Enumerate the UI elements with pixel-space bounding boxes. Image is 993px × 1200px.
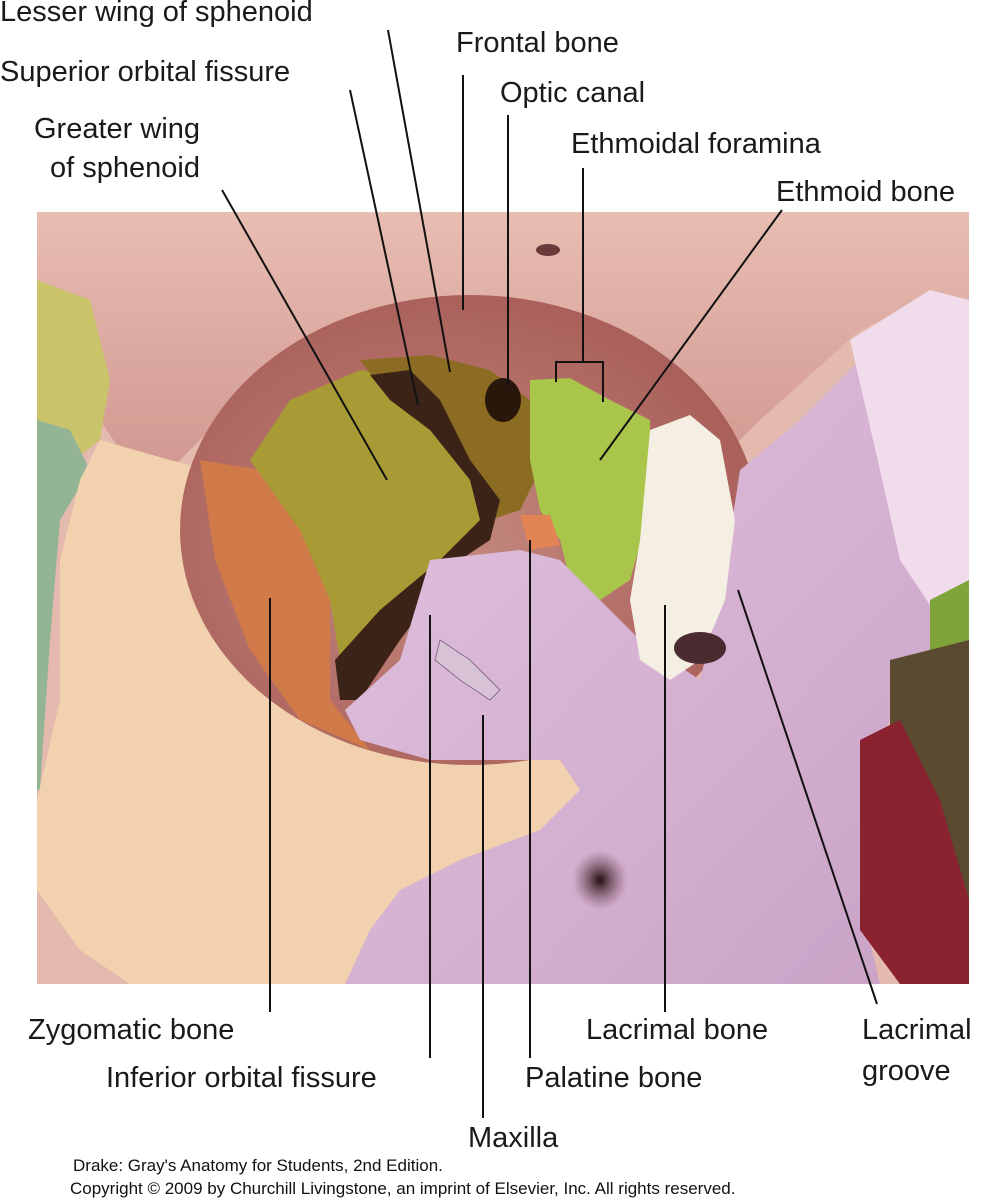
lacrimal-groove-shape [674, 632, 726, 664]
label-optic-canal: Optic canal [500, 77, 646, 109]
greater-wing-sphenoid-shape [250, 370, 490, 660]
ethmoidal-foramina-bracket [555, 361, 604, 402]
label-frontal-bone: Frontal bone [456, 27, 619, 59]
right-red-patch [860, 720, 969, 984]
temporal-area-green [37, 280, 110, 470]
temporal-area-teal [37, 420, 90, 790]
optic-canal-shape [485, 378, 521, 422]
frontal-notch [536, 244, 560, 256]
maxilla-shape [345, 360, 950, 984]
orbital-lateral-orange [200, 460, 370, 750]
leader-lines [221, 29, 878, 1118]
label-inferior-orbital-fissure: Inferior orbital fissure [106, 1062, 377, 1094]
credit-line-1: Drake: Gray's Anatomy for Students, 2nd … [73, 1156, 443, 1175]
label-lacrimal-bone: Lacrimal bone [586, 1014, 769, 1046]
label-maxilla: Maxilla [468, 1122, 559, 1154]
label-zygomatic-bone: Zygomatic bone [28, 1014, 235, 1046]
lacrimal-bone-shape [630, 415, 735, 680]
infraorbital-foramen [572, 850, 628, 910]
leader-superior-fissure [349, 89, 419, 406]
nasal-bone-pink [850, 290, 969, 620]
label-lesser-wing: Lesser wing of sphenoid [0, 0, 313, 28]
credit-line-2: Copyright © 2009 by Churchill Livingston… [70, 1179, 736, 1198]
leader-lacrimal-groove [737, 589, 878, 1005]
inferior-orbital-fissure-shape [434, 639, 501, 701]
leader-ethmoid [599, 209, 783, 461]
label-superior-orbital-fissure: Superior orbital fissure [0, 56, 291, 88]
superior-orbital-fissure-shape [335, 370, 500, 700]
leader-lesser-wing [387, 29, 451, 373]
label-greater-wing-line1: Greater wing [34, 113, 201, 145]
label-lacrimal-groove-line2: groove [862, 1055, 951, 1087]
label-lacrimal-groove-line1: Lacrimal [862, 1014, 972, 1046]
label-palatine-bone: Palatine bone [525, 1062, 703, 1094]
right-green-patch [930, 580, 969, 660]
label-greater-wing-line2: of sphenoid [50, 152, 200, 184]
leader-greater-wing [221, 189, 388, 481]
label-ethmoid-bone: Ethmoid bone [776, 176, 955, 208]
label-ethmoidal-foramina: Ethmoidal foramina [571, 128, 821, 160]
